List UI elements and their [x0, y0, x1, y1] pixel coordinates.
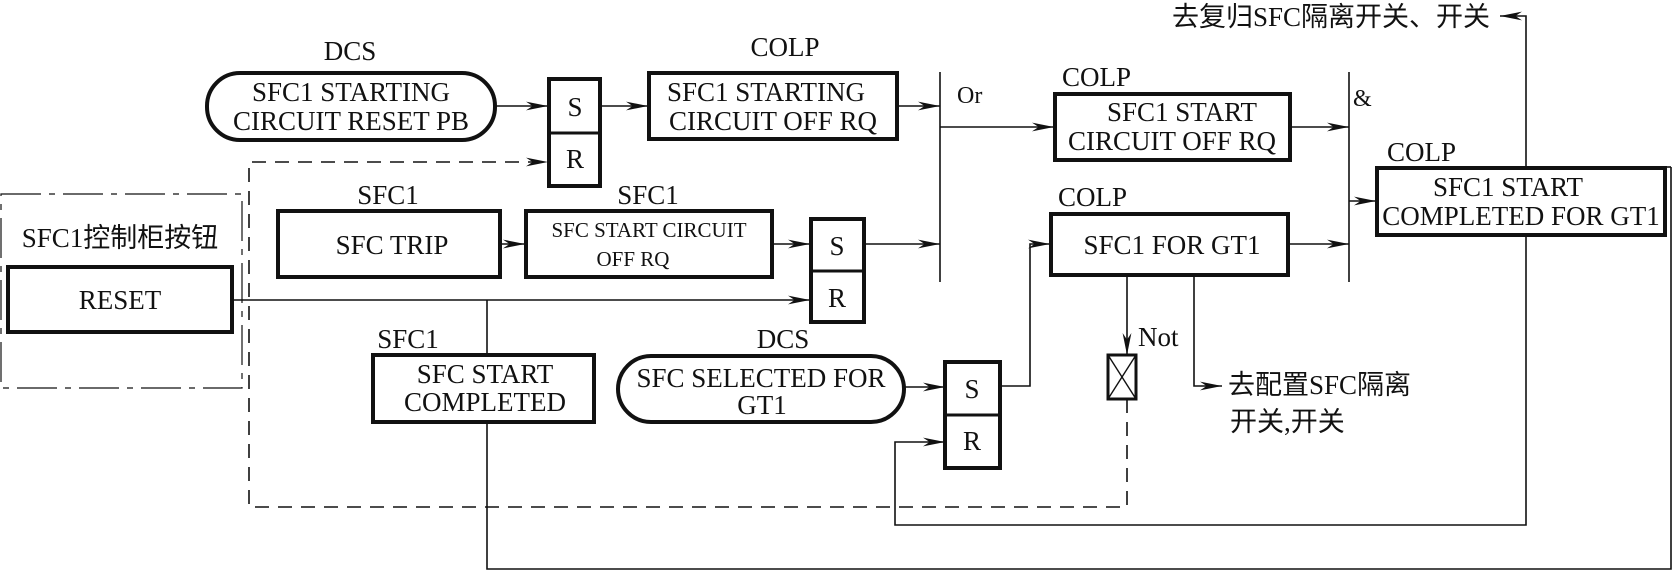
wire-sr3-to-for-gt1 [1000, 239, 1050, 387]
sr3-reset-label: R [963, 426, 981, 456]
wire-for-gt1-to-config-output [1193, 275, 1222, 391]
node-line2: GT1 [737, 390, 787, 420]
not-gate: Not [1106, 322, 1179, 401]
node-line1: SFC START CIRCUIT [551, 218, 746, 242]
sr3-set-label: S [964, 374, 979, 404]
node-colp-sfc1-for-gt1: COLP SFC1 FOR GT1 [1049, 182, 1290, 277]
sr-flipflop-3: S R [943, 360, 1002, 470]
reset-isolator-output-text: 去复归SFC隔离开关、开关 [1172, 2, 1490, 32]
node-source-label: COLP [1387, 137, 1456, 167]
not-gate-label: Not [1138, 322, 1179, 352]
sr-flipflop-2: S R [809, 217, 866, 324]
panel-title: SFC1控制柜按钮 [22, 223, 219, 253]
wire-final-to-top-output [1500, 11, 1527, 167]
wire-final-to-sr3-reset [894, 235, 1527, 526]
or-gate-label: Or [957, 83, 982, 109]
node-line1: SFC TRIP [336, 230, 449, 260]
node-source-label: COLP [1058, 182, 1127, 212]
sr1-reset-label: R [566, 144, 584, 174]
node-sfc-start-circuit-off-rq: SFC1 SFC START CIRCUIT OFF RQ [524, 180, 774, 279]
node-line1: SFC SELECTED FOR [636, 363, 885, 393]
and-gate-label: & [1353, 86, 1372, 112]
node-dcs-reset-pb: DCS SFC1 STARTING CIRCUIT RESET PB [205, 36, 497, 142]
node-line2: COMPLETED [404, 387, 566, 417]
reset-button-label: RESET [79, 285, 162, 315]
sr1-set-label: S [567, 92, 582, 122]
wire-not-to-sr1-reset [248, 157, 1128, 508]
node-source-label: DCS [757, 324, 810, 354]
node-line1: SFC1 START [1107, 97, 1258, 127]
node-source-label: COLP [750, 32, 819, 62]
node-sfc-start-completed: SFC1 SFC START COMPLETED [371, 324, 596, 424]
node-line1: SFC1 STARTING [252, 77, 450, 107]
wire-start-completed-loop [486, 167, 1672, 570]
node-line1: SFC1 START [1433, 172, 1584, 202]
reset-button[interactable]: RESET [6, 265, 234, 334]
node-sfc-trip: SFC1 SFC TRIP [276, 180, 502, 279]
node-colp-start-off-rq: COLP SFC1 START CIRCUIT OFF RQ [1053, 62, 1292, 162]
node-line1: SFC START [417, 359, 554, 389]
control-cabinet-panel: SFC1控制柜按钮 RESET [0, 193, 243, 389]
node-source-label: DCS [324, 36, 377, 66]
node-line2: CIRCUIT OFF RQ [1068, 126, 1277, 156]
node-colp-starting-off-rq: COLP SFC1 STARTING CIRCUIT OFF RQ [647, 32, 899, 141]
node-line2: CIRCUIT RESET PB [233, 106, 469, 136]
config-isolator-output-line1: 去配置SFC隔离 [1228, 370, 1411, 400]
node-line1: SFC1 FOR GT1 [1083, 230, 1260, 260]
panel-border [0, 193, 243, 389]
node-line2: CIRCUIT OFF RQ [669, 106, 878, 136]
node-source-label: SFC1 [377, 324, 439, 354]
node-line2: OFF RQ [597, 247, 670, 271]
node-line2: COMPLETED FOR GT1 [1382, 201, 1660, 231]
node-source-label: COLP [1062, 62, 1131, 92]
node-colp-start-completed-gt1: COLP SFC1 START COMPLETED FOR GT1 [1375, 137, 1667, 237]
config-isolator-output-line2: 开关,开关 [1230, 407, 1345, 437]
sr2-reset-label: R [828, 283, 846, 313]
node-line1: SFC1 STARTING [667, 77, 865, 107]
node-source-label: SFC1 [357, 180, 419, 210]
node-dcs-selected-gt1: DCS SFC SELECTED FOR GT1 [616, 324, 906, 424]
sr2-set-label: S [829, 231, 844, 261]
node-source-label: SFC1 [617, 180, 679, 210]
connectors [232, 11, 1672, 570]
sr-flipflop-1: S R [547, 77, 602, 188]
